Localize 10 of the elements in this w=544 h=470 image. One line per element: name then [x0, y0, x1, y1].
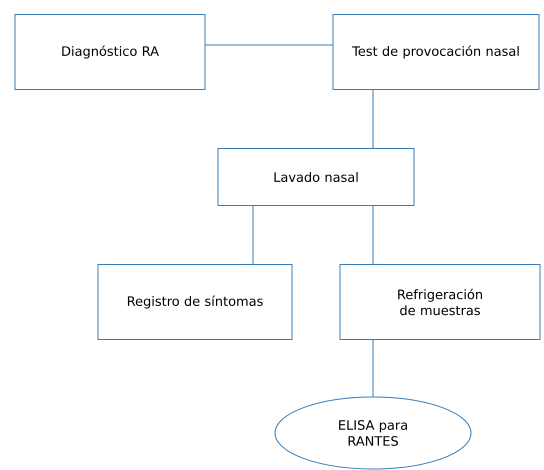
connector-line	[205, 44, 333, 46]
process-box: Test de provocación nasal	[332, 14, 540, 90]
connector-line	[252, 206, 254, 264]
connector-line	[372, 90, 374, 148]
connector-line	[372, 340, 374, 397]
process-box: Lavado nasal	[218, 148, 414, 206]
process-box: Refrigeración de muestras	[340, 264, 540, 340]
process-box: Diagnóstico RA	[14, 14, 206, 90]
connector-line	[372, 206, 374, 264]
process-box: Registro de síntomas	[98, 264, 292, 340]
